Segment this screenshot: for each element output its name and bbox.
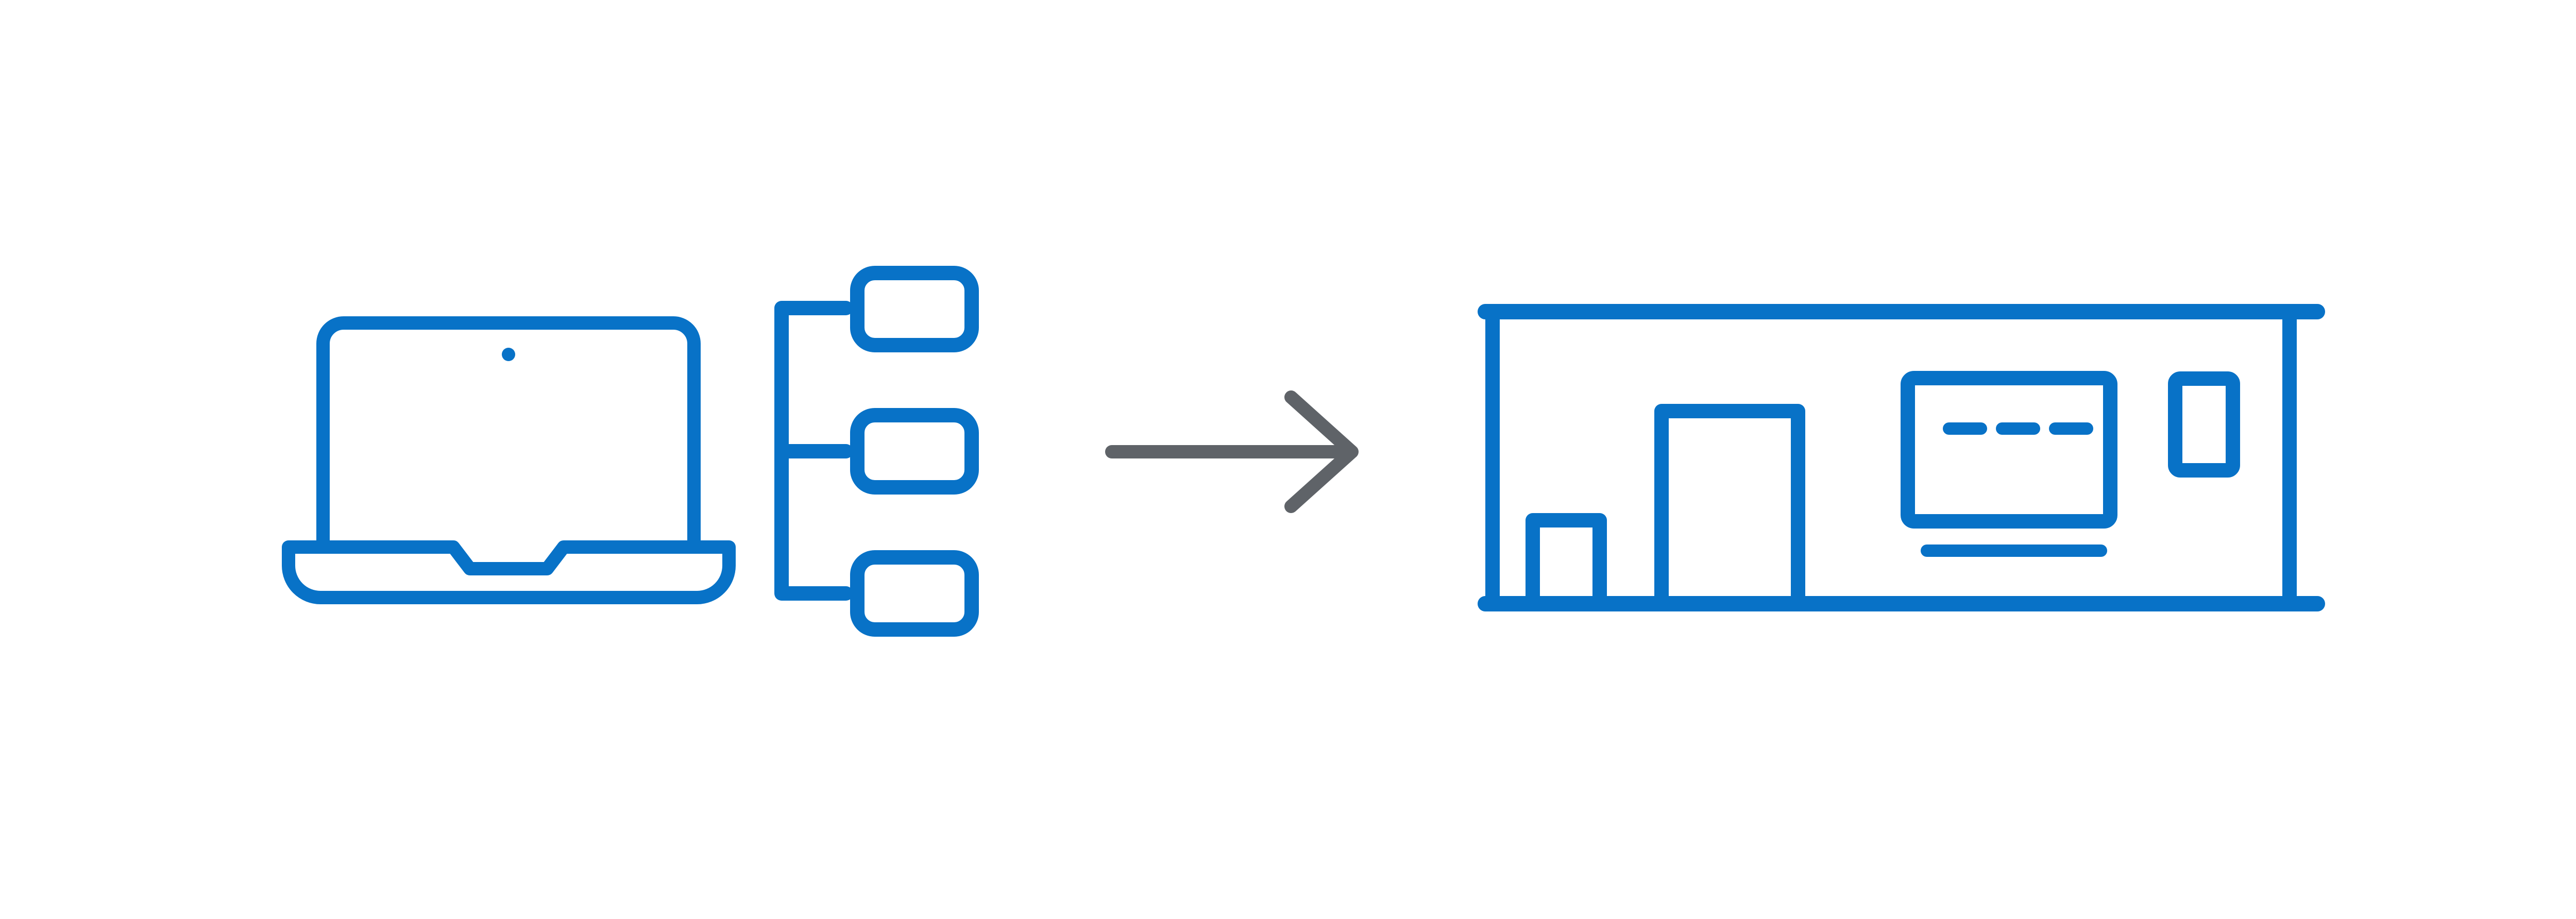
arrow-right-icon xyxy=(1105,390,1359,513)
side-cabinet[interactable] xyxy=(2168,371,2240,478)
laptop-base xyxy=(282,540,736,604)
arrow-head xyxy=(1284,390,1359,513)
data-center-building-icon xyxy=(1478,304,2325,611)
small-server-rack[interactable] xyxy=(1526,513,1607,604)
monitor-panel[interactable] xyxy=(1901,371,2117,529)
tall-server-rack[interactable] xyxy=(1654,404,1805,604)
tree-node-3[interactable] xyxy=(850,550,979,637)
hierarchy-tree-icon xyxy=(774,266,979,637)
laptop-camera-dot xyxy=(502,348,515,361)
laptop-screen-outline xyxy=(316,316,701,554)
tree-node-1[interactable] xyxy=(850,266,979,352)
tree-node-2[interactable] xyxy=(850,408,979,495)
laptop-icon xyxy=(282,316,736,604)
